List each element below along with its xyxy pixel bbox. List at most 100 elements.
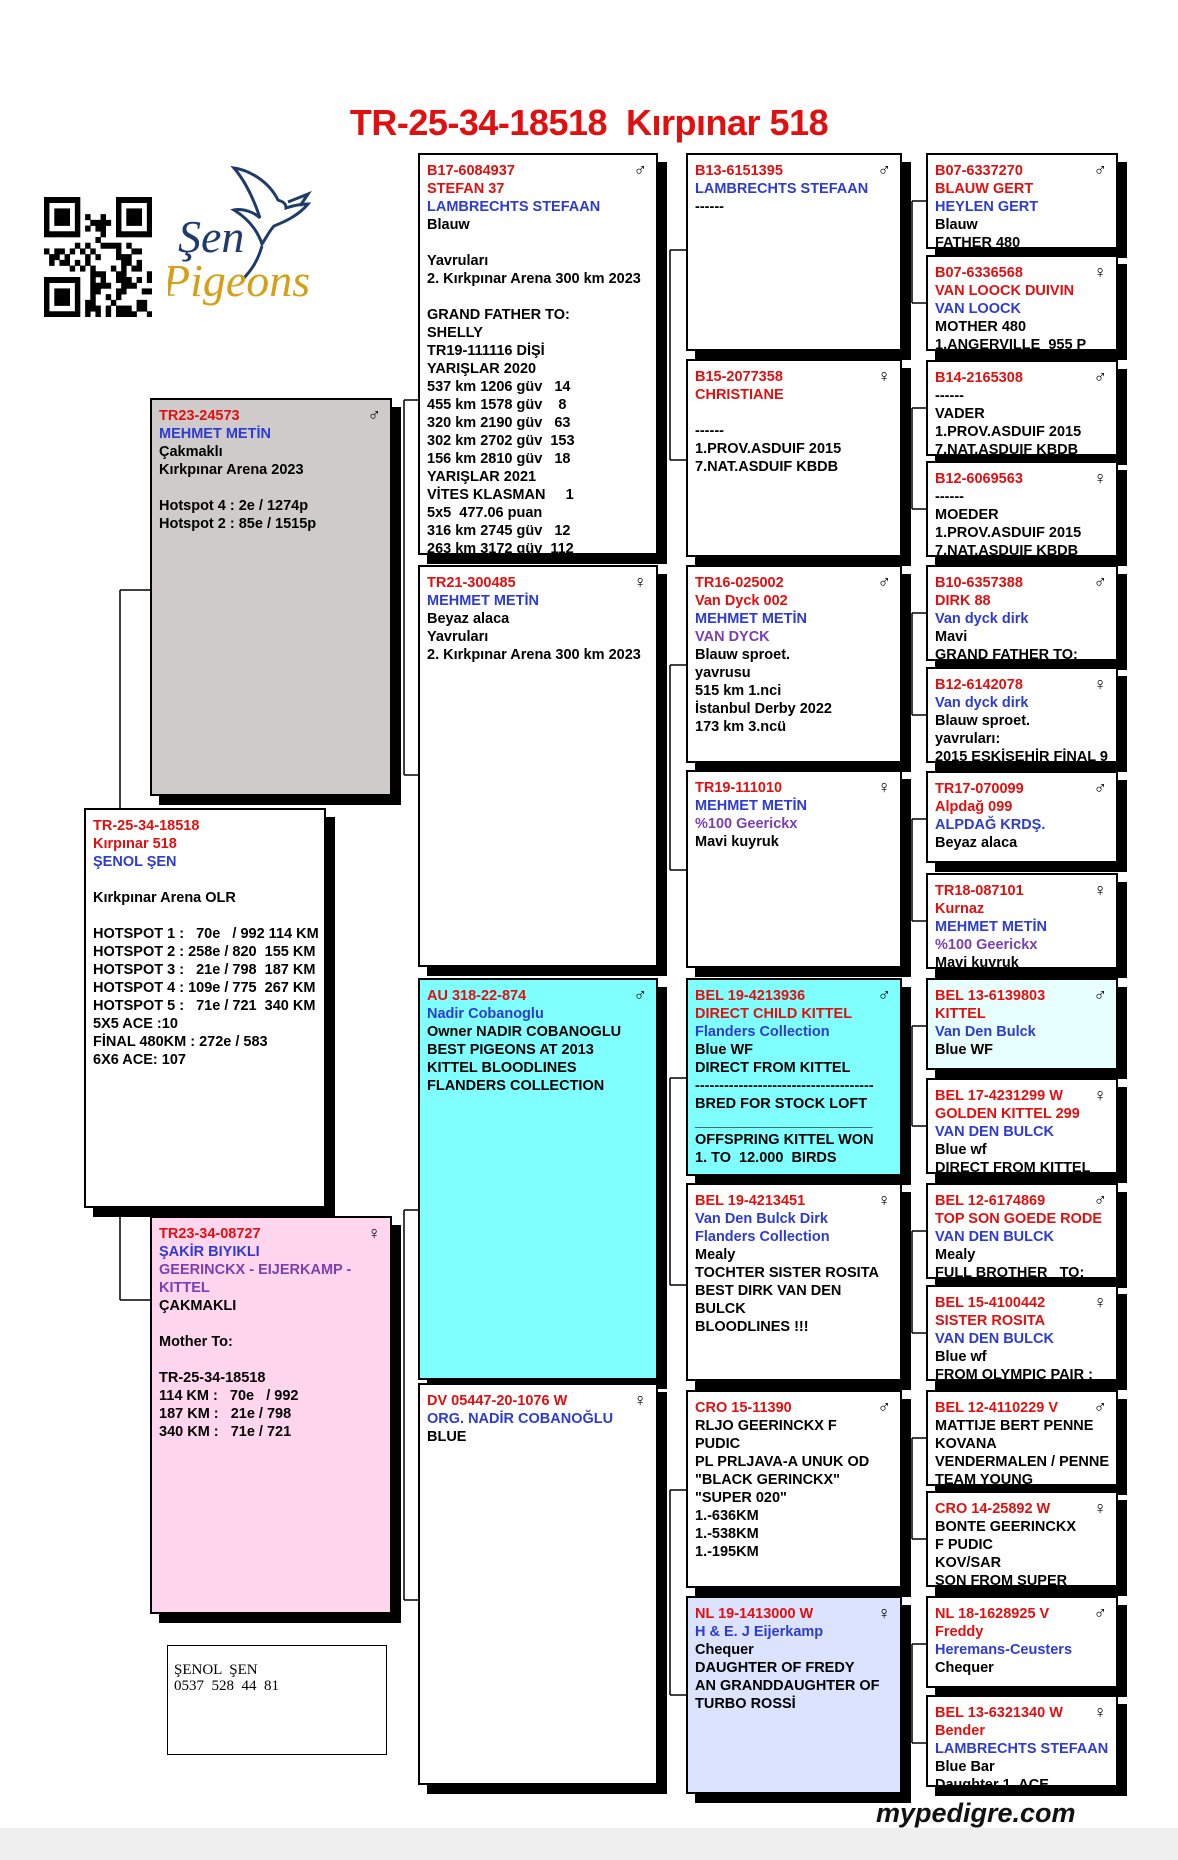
box-line: BLAUW GERT [935, 181, 1034, 197]
box-line: DIRECT FROM KITTEL [935, 1160, 1091, 1174]
box-line: Blue Bar [935, 1759, 995, 1775]
ring-number: B12-6142078 [935, 677, 1023, 693]
box-line: Owner NADIR COBANOGLU [427, 1024, 622, 1040]
ring-number: B17-6084937 [427, 163, 515, 179]
box-line: 1. TO 12.000 BIRDS [695, 1150, 837, 1166]
box-line: 340 KM : 71e / 721 [159, 1424, 292, 1440]
box-line: KOVANA [935, 1436, 997, 1452]
box-line: VAN DYCK [695, 629, 770, 645]
male-symbol-icon: ♂ [877, 572, 892, 592]
box-line: Blauw sproet. [935, 713, 1031, 729]
box-line: ALPDAĞ KRDŞ. [935, 817, 1046, 833]
box-line: ------ [695, 199, 724, 215]
box-line: Chequer [695, 1642, 754, 1658]
box-line: Blue WF [695, 1042, 753, 1058]
site-watermark[interactable]: mypedigre.com [876, 1798, 1076, 1828]
box-line [427, 234, 650, 252]
box-line: TOCHTER SISTER ROSITA [695, 1265, 879, 1281]
box-line: ------ [695, 423, 724, 439]
box-line: BULCK [695, 1301, 746, 1317]
box-line: 1.PROV.ASDUIF 2015 [935, 525, 1082, 541]
male-symbol-icon: ♂ [877, 160, 892, 180]
ring-number: DV 05447-20-1076 W [427, 1393, 568, 1409]
box-line: VENDERMALEN / PENNE [935, 1454, 1110, 1470]
logo-text-pigeons: Pigeons [168, 255, 310, 306]
female-symbol-icon: ♀ [1093, 674, 1108, 694]
ring-number: AU 318-22-874 [427, 988, 527, 1004]
male-symbol-icon: ♂ [877, 1397, 892, 1417]
female-symbol-icon: ♀ [1093, 1292, 1108, 1312]
ring-number: B14-2165308 [935, 370, 1023, 386]
box-line: VİTES KLASMAN 1 [427, 487, 574, 503]
box-line: Kırkpınar Arena OLR [93, 890, 236, 906]
box-line: VAN DEN BULCK [935, 1331, 1054, 1347]
box-line: DIRECT FROM KITTEL [695, 1060, 851, 1076]
male-symbol-icon: ♂ [1093, 367, 1108, 387]
box-line: MEHMET METİN [695, 798, 807, 814]
box-line: BONTE GEERINCKX [935, 1519, 1076, 1535]
ring-number: BEL 13-6321340 W [935, 1705, 1063, 1721]
box-line: Mother To: [159, 1334, 233, 1350]
box-line [159, 1315, 384, 1333]
male-symbol-icon: ♂ [1093, 1190, 1108, 1210]
box-line: FROM OLYMPIC PAIR : [935, 1367, 1093, 1381]
box-line: AN GRANDDAUGHTER OF [695, 1678, 880, 1694]
male-symbol-icon: ♂ [1093, 160, 1108, 180]
box-line: Alpdağ 099 [935, 799, 1013, 815]
box-line: MEHMET METİN [427, 593, 539, 609]
box-line: HOTSPOT 3 : 21e / 798 187 KM [93, 962, 316, 978]
box-line: 1.PROV.ASDUIF 2015 [695, 441, 842, 457]
female-symbol-icon: ♀ [877, 1190, 892, 1210]
female-symbol-icon: ♀ [633, 572, 648, 592]
box-line: İstanbul Derby 2022 [695, 701, 832, 717]
box-line: DAUGHTER OF FREDY [695, 1660, 855, 1676]
qr-code[interactable] [44, 197, 153, 318]
box-line: MOTHER 480 [935, 319, 1027, 335]
box-line: Yavruları [427, 253, 489, 269]
box-line: Kurnaz [935, 901, 985, 917]
box-line: Beyaz alaca [935, 835, 1018, 851]
box-line: HOTSPOT 1 : 70e / 992 114 KM [93, 926, 319, 942]
box-line: Blauw sproet. [695, 647, 791, 663]
box-line: Kırkpınar Arena 2023 [159, 462, 304, 478]
box-line: YARIŞLAR 2020 [427, 361, 537, 377]
box-line: MOEDER [935, 507, 999, 523]
box-line: ŞAKİR BIYIKLI [159, 1244, 260, 1260]
male-symbol-icon: ♂ [1093, 572, 1108, 592]
female-symbol-icon: ♀ [1093, 1498, 1108, 1518]
box-line: Yavruları [427, 629, 489, 645]
box-line: FİNAL 480KM : 272e / 583 [93, 1034, 268, 1050]
ring-number: B13-6151395 [695, 163, 783, 179]
